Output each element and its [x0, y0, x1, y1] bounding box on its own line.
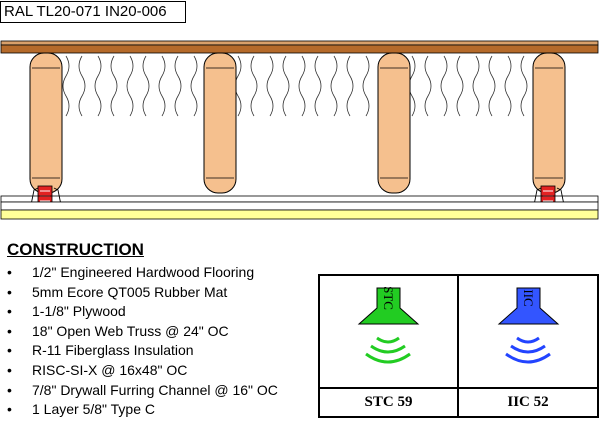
list-item: 7/8" Drywall Furring Channel @ 16" OC [0, 381, 278, 401]
assembly-section-drawing [0, 40, 599, 220]
stc-speaker-icon: STC [357, 286, 420, 364]
iic-speaker-icon: IIC [497, 287, 560, 364]
list-item: 18" Open Web Truss @ 24" OC [0, 322, 278, 342]
table-divider [457, 276, 459, 416]
list-item: RISC-SI-X @ 16x48" OC [0, 361, 278, 381]
truss-chord [203, 52, 237, 194]
open-web-truss-chords [29, 52, 566, 194]
list-item: R-11 Fiberglass Insulation [0, 341, 278, 361]
stc-rating-value: STC 59 [364, 394, 413, 410]
iic-rating-value: IIC 52 [507, 394, 549, 410]
list-item: 5mm Ecore QT005 Rubber Mat [0, 283, 278, 303]
truss-chord-details [32, 67, 563, 179]
furring-channel [0, 195, 599, 203]
truss-chord [532, 52, 566, 194]
stc-icon-label: STC [381, 286, 396, 310]
stc-rating-cell: STC [320, 276, 457, 387]
construction-layer-list: 1/2" Engineered Hardwood Flooring 5mm Ec… [0, 263, 278, 420]
drywall-layer [0, 209, 599, 220]
construction-heading: CONSTRUCTION [7, 240, 144, 259]
truss-chord [377, 52, 411, 194]
fiberglass-insulation [62, 55, 528, 117]
flooring-layer [0, 40, 599, 46]
list-item: 1-1/8" Plywood [0, 302, 278, 322]
iic-rating-cell: IIC [459, 276, 597, 387]
furring-channel-web [0, 201, 599, 211]
plywood-layer [0, 44, 599, 54]
iic-icon-label: IIC [521, 289, 536, 306]
acoustic-ratings-table: STC IIC STC 59 IIC 52 [318, 274, 599, 418]
list-item: 1 Layer 5/8" Type C [0, 400, 278, 420]
assembly-id: RAL TL20-071 IN20-006 [0, 1, 186, 23]
truss-chord [29, 52, 63, 194]
table-divider [320, 387, 597, 389]
list-item: 1/2" Engineered Hardwood Flooring [0, 263, 278, 283]
